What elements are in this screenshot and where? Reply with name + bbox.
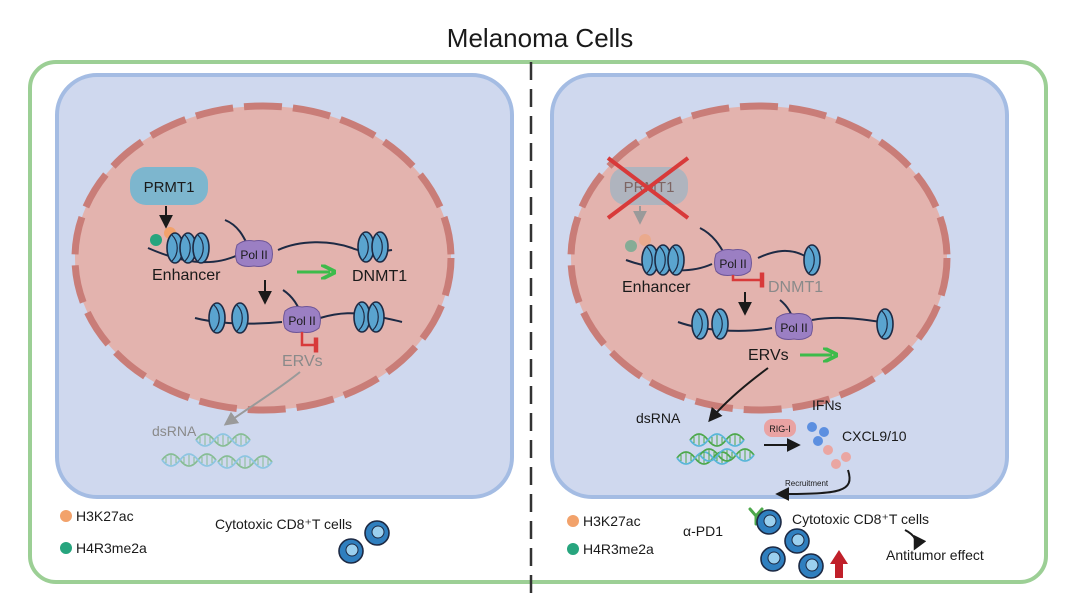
left-legend-h3k27ac: H3K27ac [76, 508, 134, 524]
left-nucleosome [208, 302, 226, 334]
right-cxcl-label: CXCL9/10 [842, 428, 907, 444]
right-legend-h4r3me2a-dot [567, 543, 579, 555]
right-panel: PRMT1 Pol II Enhancer DNMT1 Pol II ERVs [550, 73, 1009, 579]
right-cxcl-dot [823, 445, 833, 455]
left-nuclear-envelope [71, 102, 455, 414]
left-h4r3me2a-mark [150, 234, 162, 246]
right-ifn-dot [807, 422, 817, 432]
right-nucleosome [803, 244, 821, 276]
right-prmt1-cross-b [606, 156, 690, 220]
left-legend-h3k27ac-dot [60, 510, 72, 522]
right-rig-i-label: RIG-I [769, 424, 791, 434]
right-antibody-icon [748, 507, 764, 526]
right-legend-h3k27ac-dot [567, 515, 579, 527]
right-pol-ii-top-label: Pol II [719, 257, 746, 271]
right-h3k27ac-mark [639, 234, 651, 246]
right-ifn-dot [813, 436, 823, 446]
right-legend-h3k27ac: H3K27ac [583, 513, 641, 529]
left-legend-h4r3me2a-dot [60, 542, 72, 554]
right-dsrna-label: dsRNA [636, 410, 681, 426]
right-tcell [798, 553, 824, 579]
left-dsrna-arrow [223, 371, 301, 426]
left-enhancer-label: Enhancer [152, 267, 221, 284]
right-cd8-label: Cytotoxic CD8⁺T cells [792, 511, 929, 527]
right-h4r3me2a-mark [625, 240, 637, 252]
right-increase-arrow [830, 550, 848, 578]
right-ervs-label: ERVs [748, 347, 789, 364]
right-nucleosome [667, 244, 685, 276]
left-dnmt1-label: DNMT1 [352, 268, 407, 285]
left-tcell [364, 520, 390, 546]
right-tcell [760, 546, 786, 572]
outer-frame [28, 60, 1048, 584]
left-dsrna-label: dsRNA [152, 423, 197, 439]
right-nuclear-envelope [567, 102, 951, 414]
left-nucleosome [367, 301, 385, 333]
right-ifns-label: IFNs [812, 397, 842, 413]
left-tcell [338, 538, 364, 564]
right-pol-ii-bottom-label: Pol II [780, 321, 807, 335]
left-prmt1-label: PRMT1 [144, 179, 195, 196]
right-antitumor-arrow [904, 529, 927, 551]
left-nucleosome [192, 232, 210, 264]
left-ervs-label: ERVs [282, 353, 323, 370]
right-rig-i-badge [764, 419, 796, 437]
right-nucleosome [876, 308, 894, 340]
right-recruitment-label: Recruitment [785, 479, 829, 488]
left-pol-ii-bottom-label: Pol II [288, 314, 315, 328]
right-cxcl-dot [831, 459, 841, 469]
right-dsrna-arrow [708, 367, 769, 423]
left-cd8-label: Cytotoxic CD8⁺T cells [215, 516, 352, 532]
right-dnmt1-label: DNMT1 [768, 279, 823, 296]
right-enhancer-label: Enhancer [622, 279, 691, 296]
right-ifn-dot [819, 427, 829, 437]
left-pol-ii-top-label: Pol II [240, 248, 267, 262]
left-nucleosome [231, 302, 249, 334]
right-antitumor-label: Antitumor effect [886, 547, 984, 563]
right-tcell [784, 528, 810, 554]
right-dnmt1-inhibition [731, 272, 765, 288]
left-panel: PRMT1 Pol II Enhancer DNMT1 Pol II ER [55, 73, 514, 564]
right-nucleosome [711, 308, 729, 340]
right-legend-h4r3me2a: H4R3me2a [583, 541, 654, 557]
left-legend-h4r3me2a: H4R3me2a [76, 540, 147, 556]
left-ervs-inhibition [300, 332, 319, 353]
right-apd1-label: α-PD1 [683, 523, 723, 539]
right-cxcl-dot [841, 452, 851, 462]
right-recruitment-arrow [775, 469, 851, 501]
left-prmt1-protein [130, 167, 208, 205]
right-nucleosome [691, 308, 709, 340]
left-nucleosome [371, 231, 389, 263]
right-tcell [756, 509, 782, 535]
page-title: Melanoma Cells [447, 23, 633, 53]
